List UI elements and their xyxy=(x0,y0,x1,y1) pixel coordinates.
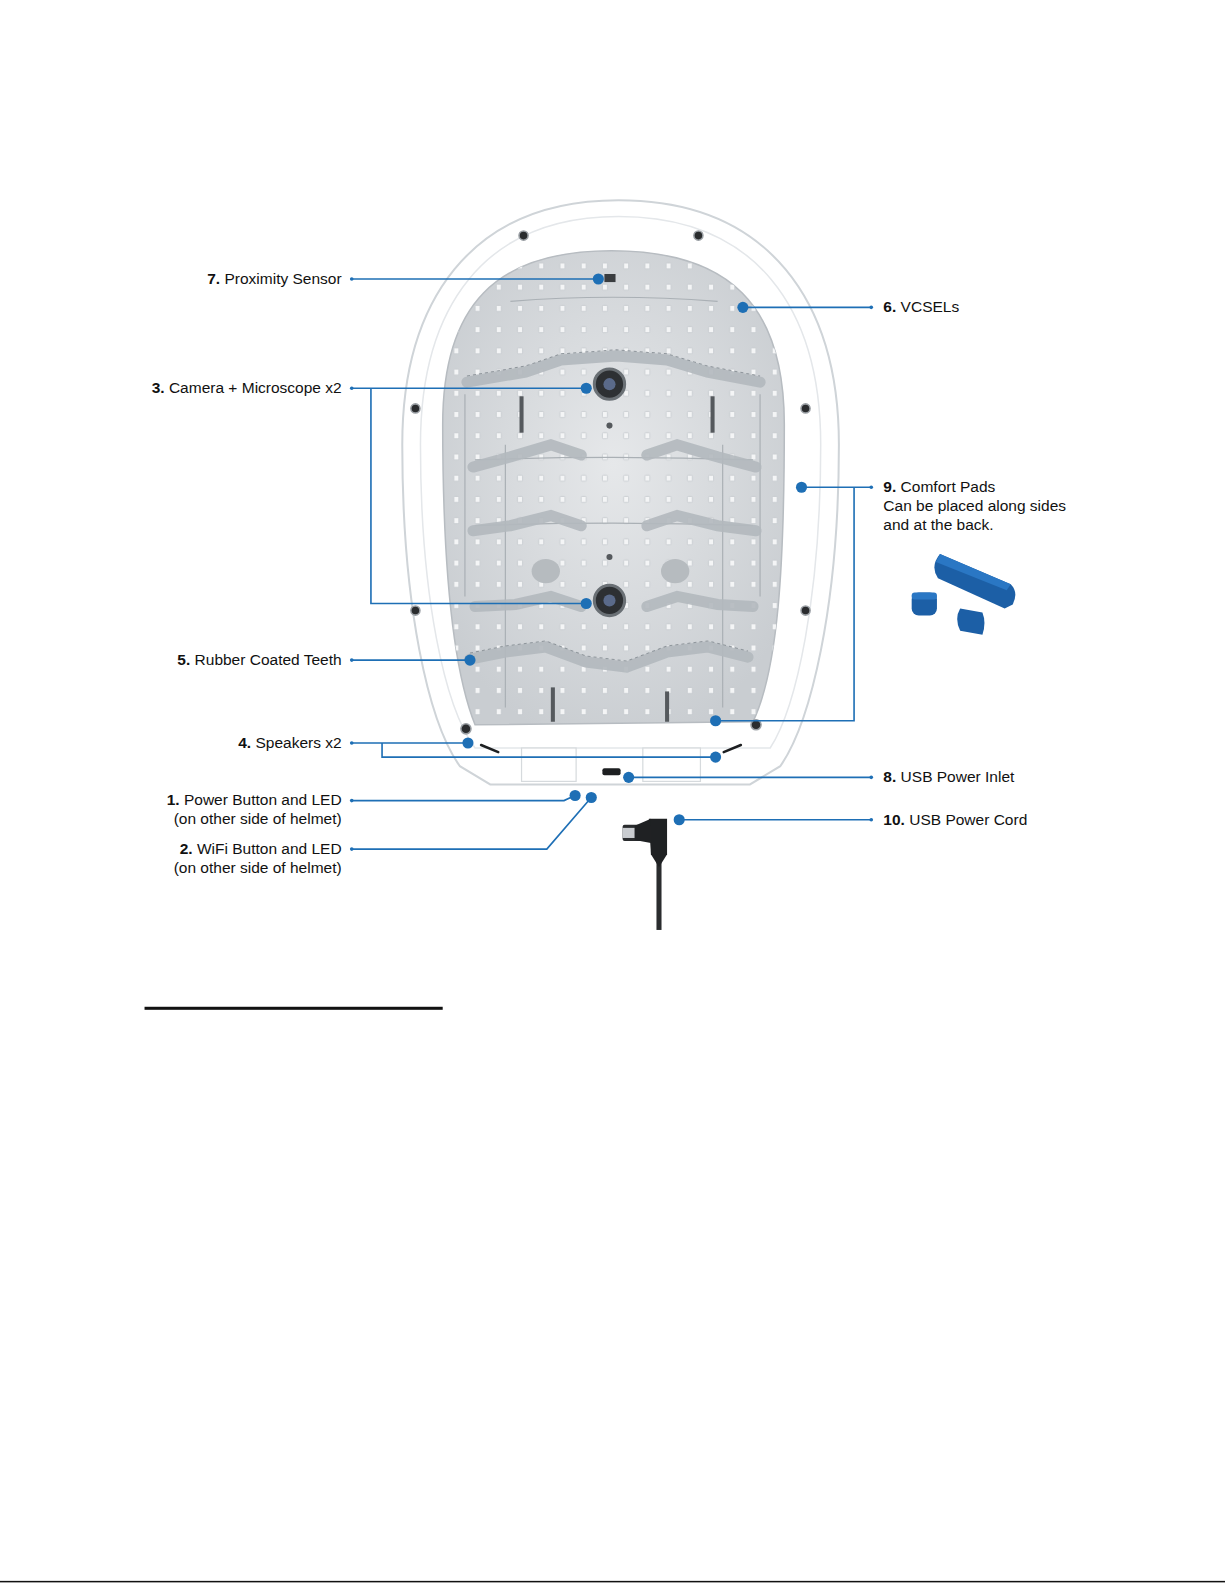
callout-number: 1. xyxy=(167,791,180,808)
callout-label: 10. USB Power Cord xyxy=(883,810,1027,829)
callout-number: 5. xyxy=(177,651,190,668)
callout-row: 2. WiFi Button and LED xyxy=(174,839,342,858)
callout-number: 7. xyxy=(207,270,220,287)
callout-number: 2. xyxy=(180,840,193,857)
callout-number: 4. xyxy=(238,734,251,751)
callout-label: 1. Power Button and LED(on other side of… xyxy=(167,790,342,828)
callout-row: 10. USB Power Cord xyxy=(883,810,1027,829)
callout-row: 4. Speakers x2 xyxy=(238,733,341,752)
callout-row: 8. USB Power Inlet xyxy=(883,767,1014,786)
callout-label: 4. Speakers x2 xyxy=(238,733,341,752)
part-note: Can be placed along sides and at the bac… xyxy=(883,496,1083,534)
callout-number: 10. xyxy=(883,811,905,828)
leader-lines xyxy=(352,279,872,849)
part-name: Proximity Sensor xyxy=(224,270,341,287)
callout-row: 5. Rubber Coated Teeth xyxy=(177,650,341,669)
part-name: VCSELs xyxy=(901,298,960,315)
callout-label: 6. VCSELs xyxy=(883,297,959,316)
part-name: Power Button and LED xyxy=(184,791,342,808)
helmet-shell xyxy=(402,200,839,784)
part-name: USB Power Inlet xyxy=(901,768,1015,785)
callout-number: 3. xyxy=(152,379,165,396)
callout-row: 7. Proximity Sensor xyxy=(207,269,341,288)
callout-number: 8. xyxy=(883,768,896,785)
callout-label: 8. USB Power Inlet xyxy=(883,767,1014,786)
part-note: (on other side of helmet) xyxy=(167,809,342,828)
part-name: USB Power Cord xyxy=(909,811,1027,828)
helmet-inner xyxy=(443,251,785,725)
callout-number: 6. xyxy=(883,298,896,315)
part-name: WiFi Button and LED xyxy=(197,840,342,857)
callout-label: 2. WiFi Button and LED(on other side of … xyxy=(174,839,342,877)
callout-label: 3. Camera + Microscope x2 xyxy=(152,378,342,397)
callout-number: 9. xyxy=(883,478,896,495)
part-name: Speakers x2 xyxy=(255,734,341,751)
callout-row: 3. Camera + Microscope x2 xyxy=(152,378,342,397)
callout-row: 1. Power Button and LED xyxy=(167,790,342,809)
callout-label: 9. Comfort PadsCan be placed along sides… xyxy=(883,477,1083,534)
callout-label: 7. Proximity Sensor xyxy=(207,269,341,288)
callout-label: 5. Rubber Coated Teeth xyxy=(177,650,341,669)
section-rule xyxy=(145,1007,443,1010)
comfort-pads xyxy=(912,554,1016,635)
part-name: Camera + Microscope x2 xyxy=(169,379,342,396)
page-rule xyxy=(0,1581,1225,1583)
part-name: Comfort Pads xyxy=(901,478,996,495)
callout-row: 6. VCSELs xyxy=(883,297,959,316)
callout-row: 9. Comfort Pads xyxy=(883,477,1083,496)
part-name: Rubber Coated Teeth xyxy=(195,651,342,668)
part-note: (on other side of helmet) xyxy=(174,858,342,877)
